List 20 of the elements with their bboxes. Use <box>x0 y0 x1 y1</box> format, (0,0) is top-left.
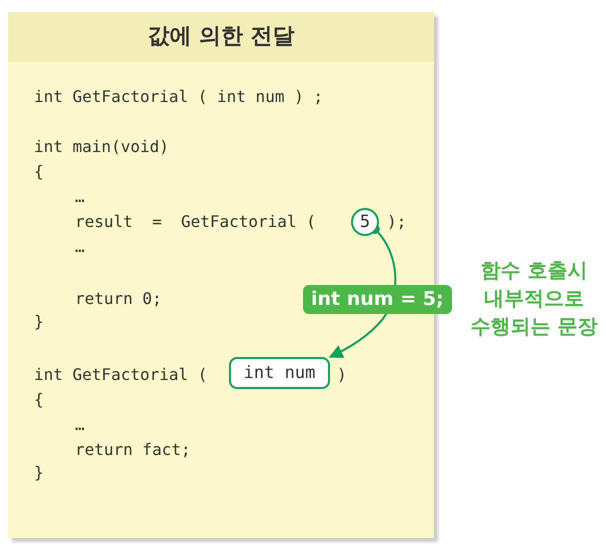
code-text: int GetFactorial ( int num ) ; <box>34 87 323 107</box>
code-text: … <box>75 187 85 207</box>
code-text: return fact; <box>75 440 191 460</box>
panel-title: 값에 의한 전달 <box>8 12 434 62</box>
code-text: int GetFactorial ( <box>34 365 208 385</box>
annotation-text: 함수 호출시 내부적으로 수행되는 문장 <box>470 257 598 340</box>
code-text: int main(void) <box>34 137 169 157</box>
code-text: … <box>75 237 85 257</box>
code-text: { <box>34 162 44 182</box>
code-text: ) <box>337 365 347 385</box>
edge-label: int num = 5; <box>303 285 452 314</box>
parameter-box: int num <box>229 357 330 389</box>
code-text: { <box>34 390 44 410</box>
code-text: } <box>34 463 44 483</box>
code-text: return 0; <box>75 289 162 309</box>
value-circle: 5 <box>351 208 379 236</box>
code-text: … <box>75 415 85 435</box>
code-text: result = GetFactorial ( <box>75 212 316 232</box>
code-text: } <box>34 312 44 332</box>
code-text: ); <box>387 212 406 232</box>
